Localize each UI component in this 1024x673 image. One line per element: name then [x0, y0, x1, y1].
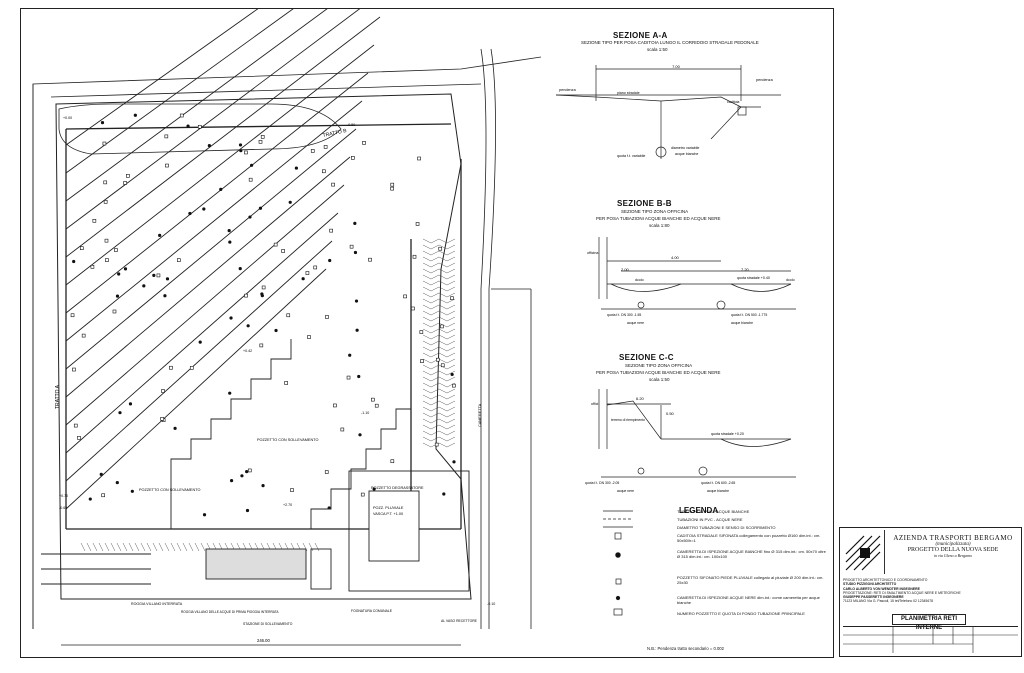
- aa-cad: caditoia: [727, 100, 739, 104]
- company-type: (municipalizzata): [935, 542, 971, 547]
- vaso-label: AL VASO RECETTORE: [441, 619, 478, 623]
- bb-quota-l: quota f.t. DN 300 -1.55: [607, 313, 641, 317]
- bb-dolo-2: dcolo: [786, 278, 795, 282]
- cameretta-label: CAMERETTA: [478, 403, 482, 427]
- aa-right: pendenza: [756, 78, 774, 82]
- aa-mid: piano stradale: [617, 91, 640, 95]
- legend-item: TUBAZIONI IN PVC - ACQUE BIANCHE: [677, 509, 750, 514]
- legend-item: NUMERO POZZETTO E QUOTA DI FONDO TUBAZIO…: [677, 611, 805, 616]
- credit-line: STUDIO PIZZIGONI ARCHITETTO: [843, 582, 897, 587]
- legend-item: CADITOIA STRADALE SIFONATA collegamento …: [677, 533, 821, 543]
- elev-label: +0.42: [243, 349, 252, 353]
- credit-line: PROGETTAZIONE: RETI DI SMALTIMENTO ACQUE…: [843, 590, 961, 595]
- legend-item: CAMERETTA DI ISPEZIONE ACQUE NERE dim.in…: [677, 595, 820, 605]
- section-aa-subtitle: SEZIONE TIPO PER POSA CADITOIA LUNGO IL …: [581, 40, 759, 45]
- aa-dim: 7.00: [672, 64, 681, 69]
- section-cc-subtitle2: PER POSA TUBAZIONI ACQUE BIANCHE ED ACQU…: [596, 370, 721, 375]
- bb-officina: officina: [587, 251, 598, 255]
- plan-dimension: 246.00: [257, 638, 270, 643]
- pozzetto-sollevamento-1-label: POZZETTO CON SOLLEVAMENTO: [257, 438, 318, 442]
- project-location: in via Gleno a Bergamo: [933, 553, 973, 558]
- credits: PROGETTO ARCHITETTONICO E COORDINAMENTO …: [843, 578, 1018, 604]
- prima-pioggia-label: ROGGIA VILLANO DELLE ACQUE DI PRIMA PIOG…: [181, 610, 279, 614]
- company-logo-icon: [845, 530, 885, 574]
- section-cc-scale: scala 1:50: [649, 377, 670, 382]
- section-bb-title: SEZIONE B-B: [617, 199, 672, 208]
- bb-dim2: 7.20: [741, 267, 750, 272]
- elev-label: +2.70: [283, 503, 292, 507]
- drawing-sheet: TRATTO B TRATTO A POZZETTO CON SOLLEVAME…: [20, 8, 834, 658]
- site-plan: TRATTO B TRATTO A POZZETTO CON SOLLEVAME…: [32, 9, 796, 646]
- stazione-label: STAZIONE DI SOLLEVAMENTO: [243, 622, 293, 626]
- pozzetto-sollevamento-2-label: POZZETTO CON SOLLEVAMENTO: [139, 488, 200, 492]
- section-cc-title: SEZIONE C-C: [619, 353, 674, 362]
- title-cells-grid: [843, 627, 1018, 653]
- project-name: PROGETTO DELLA NUOVA SEDE: [907, 547, 999, 553]
- bb-nere: acque nere: [627, 321, 644, 325]
- aa-left: pendenza: [559, 88, 577, 92]
- bb-strad: quota stradale +0.40: [737, 276, 770, 280]
- legend-title: LEGENDA: [679, 506, 719, 515]
- cc-terreno: terreno di riempimento: [611, 418, 645, 422]
- credit-line: 71123 MILANO Via G. Pascoli, 15 tel/Tele…: [843, 599, 933, 604]
- bb-dim3: 2.00: [621, 267, 630, 272]
- bb-dim1: 4.00: [671, 255, 680, 260]
- credit-line: PROGETTO ARCHITETTONICO E COORDINAMENTO: [843, 578, 928, 582]
- cc-dim2: 0.50: [666, 411, 675, 416]
- roggia-label: ROGGIA VILLANO INTERRATA: [131, 602, 183, 606]
- aa-tube2: acque bianche: [675, 152, 698, 156]
- bb-bianche: acque bianche: [731, 321, 753, 325]
- section-cc-subtitle: SEZIONE TIPO ZONA OFFICINA: [625, 363, 693, 368]
- drawing-name: PLANIMETRIA RETI INTERNE: [892, 614, 966, 631]
- cc-nere: acque nere: [617, 489, 634, 493]
- elev-label: -1.10: [361, 411, 369, 415]
- cc-dim1: 6.20: [636, 396, 645, 401]
- legend-item: DIAMETRO TUBAZIONI E SENSO DI SCORRIMENT…: [677, 525, 776, 530]
- company-name: AZIENDA TRASPORTI BERGAMO: [893, 534, 1013, 542]
- title-cells: [843, 626, 1018, 653]
- section-bb-drawing: [598, 237, 796, 310]
- title-block: AZIENDA TRASPORTI BERGAMO (municipalizza…: [839, 527, 1022, 657]
- aa-tube: diametro variabile: [671, 146, 699, 150]
- section-bb-subtitle2: PER POSA TUBAZIONI ACQUE BIANCHE ED ACQU…: [596, 216, 721, 221]
- elev-label: +0.70: [59, 494, 68, 498]
- credit-line: GIUSEPPE PASSERETTI INGEGNERE: [843, 595, 904, 600]
- cc-quota-l: quota f.t. DN 300 -2.05: [585, 481, 619, 485]
- legend-item: CAMERETTA DI ISPEZIONE ACQUE BIANCHE fin…: [677, 549, 826, 559]
- cc-quota-r: quota f.t. DN 600 -2.65: [701, 481, 735, 485]
- legend-note: N.B.: Pendenza tratto secondario = 0.002: [647, 646, 724, 651]
- section-bb-scale: scala 1:80: [649, 223, 670, 228]
- vasca-label: POZZ. PLUVIALE: [373, 506, 404, 510]
- elev-label: -0.65: [59, 506, 67, 510]
- section-aa-drawing: [555, 65, 781, 159]
- tratto-b-label: TRATTO B: [322, 128, 348, 139]
- bb-dolo: dcolo: [635, 278, 644, 282]
- elev-label: -0.10: [487, 602, 495, 606]
- cc-bianche: acque bianche: [707, 489, 729, 493]
- legend-item: TUBAZIONI IN PVC - ACQUE NERE: [677, 517, 743, 522]
- bb-quota-r: quota f.t. DN 500 -1.775: [731, 313, 767, 317]
- section-aa-title: SEZIONE A-A: [613, 31, 668, 40]
- section-bb-subtitle: SEZIONE TIPO ZONA OFFICINA: [621, 209, 689, 214]
- vasca-label-2: VASCA P.T. +1.00: [373, 512, 403, 516]
- section-cc-drawing: [598, 389, 796, 478]
- cc-strad: quota stradale +0.20: [711, 432, 744, 436]
- company-block: AZIENDA TRASPORTI BERGAMO (municipalizza…: [888, 534, 1018, 558]
- elev-label: +0.00: [63, 116, 72, 120]
- fognatura-label: FOGNATURA COMUNALE: [351, 609, 393, 613]
- aa-quota: quota f.t. variabile: [617, 154, 645, 158]
- elev-label: -0.50: [347, 123, 355, 127]
- pozzetto-degrassatore-label: POZZETTO DEGRASSATORE: [371, 486, 424, 490]
- legend-symbols: [603, 510, 633, 616]
- legend-item: POZZETTO SIFONATO PIEDE PLUVIALE collega…: [677, 575, 824, 585]
- cc-uffici: uffici: [591, 402, 599, 406]
- credit-line: CARLO ALBERTO VON WENDTER INGEGNERE: [843, 586, 920, 591]
- tratto-a-label: TRATTO A: [55, 384, 61, 409]
- section-aa-scale: scala 1:50: [647, 47, 668, 52]
